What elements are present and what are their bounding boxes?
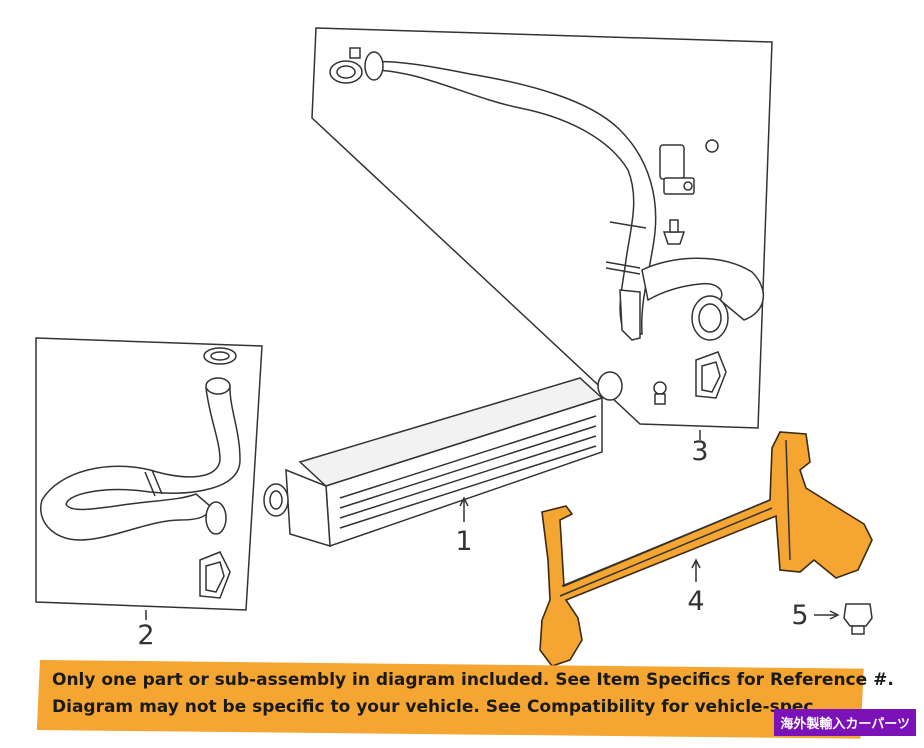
group-2-panel: 2 (35, 337, 263, 651)
group-3-panel: 3 (311, 27, 773, 467)
callout-3: 3 (691, 436, 708, 467)
notice-line-2: Diagram may not be specific to your vehi… (52, 697, 814, 717)
callout-1: 1 (455, 526, 472, 557)
upper-hose (364, 51, 657, 341)
pressure-sensor (659, 139, 719, 195)
spring-clamp (695, 351, 727, 399)
notice-line-1: Only one part or sub-assembly in diagram… (52, 670, 894, 690)
callout-5: 5 (791, 600, 808, 631)
hose-clamp (329, 47, 363, 84)
callout-2: 2 (137, 620, 154, 651)
watermark-badge: 海外製輸入カーパーツ (774, 709, 916, 736)
intercooler: 1 (263, 371, 623, 557)
hose-clamp (203, 347, 237, 365)
bolt (653, 381, 667, 405)
spring-clamp (199, 551, 231, 599)
bracket-highlighted: 4 (539, 431, 873, 667)
elbow-hose (641, 257, 765, 341)
push-pin (662, 219, 686, 245)
lower-hose (40, 377, 241, 541)
push-clip: 5 (791, 600, 873, 635)
callout-4: 4 (687, 586, 704, 617)
